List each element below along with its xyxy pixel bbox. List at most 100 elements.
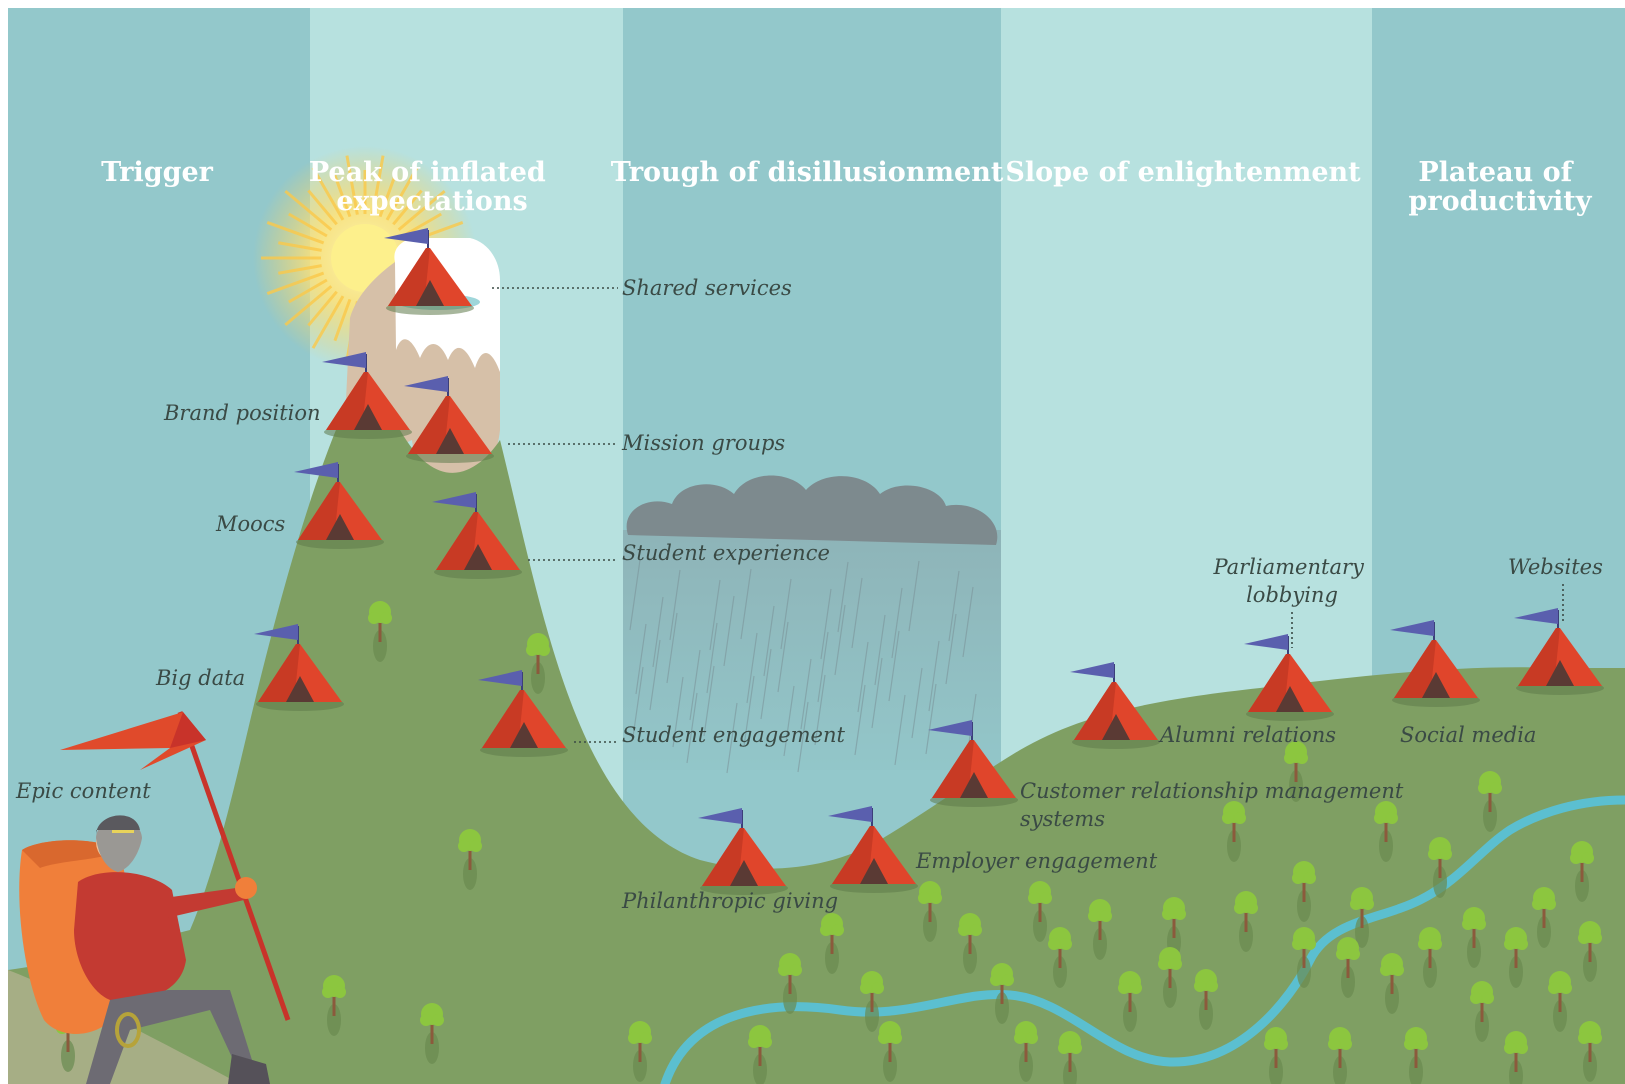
rain-streak <box>703 665 715 737</box>
rain-streak <box>689 649 701 721</box>
label-mission-groups: Mission groups <box>621 431 785 455</box>
label-employer-engagement: Employer engagement <box>915 849 1158 873</box>
leader-lines <box>492 287 1564 743</box>
labels: Shared services Brand position Mission g… <box>15 276 1603 913</box>
rain-streak <box>874 614 886 686</box>
phase-title-trough: Trough of disillusionment <box>611 157 1004 188</box>
sun-ray <box>278 241 322 252</box>
rain-streak <box>814 674 826 746</box>
rain-streak <box>962 586 974 658</box>
phase-title-line: Trigger <box>101 157 214 188</box>
label-brand-position: Brand position <box>163 401 321 425</box>
rain-streak <box>871 657 883 729</box>
rain-streak <box>783 685 795 757</box>
rain-streak <box>800 658 812 730</box>
sun-ray <box>284 190 333 231</box>
rain-streak <box>820 588 832 660</box>
label-student-experience: Student experience <box>622 541 830 565</box>
rain-streak <box>925 683 937 755</box>
rain-streak <box>817 631 829 703</box>
label-student-engagement: Student engagement <box>622 723 846 747</box>
rain-streak <box>726 702 738 774</box>
phase-title-line: expectations <box>336 186 527 217</box>
rain-streak <box>777 621 789 693</box>
hiker-icon <box>19 711 291 1084</box>
sun-ray <box>288 278 328 304</box>
sun-ray <box>392 189 423 226</box>
sun-ray <box>345 155 359 215</box>
rain-streak <box>672 676 684 748</box>
rain-streak <box>666 612 678 684</box>
phase-title-line: productivity <box>1409 186 1593 217</box>
phase-title-trigger: Trigger <box>101 157 214 188</box>
rain-streak <box>629 559 641 631</box>
label-moocs: Moocs <box>215 512 286 536</box>
label-philanthropic-giving: Philanthropic giving <box>621 889 838 913</box>
sun-ray <box>333 298 352 342</box>
label-websites: Websites <box>1508 555 1603 579</box>
sun-ray <box>397 190 446 231</box>
label-crm: Customer relationship management systems <box>1020 779 1410 831</box>
rain-streak <box>632 666 644 738</box>
label-social-media: Social media <box>1400 723 1536 747</box>
rain-streak <box>851 577 863 649</box>
phase-title-peak: Peak of inflated expectations <box>309 157 555 217</box>
phase-title-line: Plateau of <box>1418 157 1574 188</box>
sun-ray <box>385 167 419 221</box>
rain-streak <box>743 675 755 747</box>
rain-streak <box>854 684 866 756</box>
rain-streak <box>888 630 900 702</box>
rain-streak <box>669 569 681 641</box>
sun-ray <box>284 285 333 326</box>
rain-streak <box>740 568 752 640</box>
sun-ray <box>371 155 385 215</box>
rain-streak <box>837 561 849 633</box>
label-parliamentary-line: lobbying <box>1246 583 1338 607</box>
phase-title-line: Peak of inflated <box>309 157 546 188</box>
label-alumni-relations: Alumni relations <box>1158 723 1336 747</box>
rain-streak <box>652 596 664 668</box>
phase-title-plateau: Plateau of productivity <box>1409 157 1593 217</box>
sun-ray <box>378 174 397 218</box>
rain-streak <box>945 613 957 685</box>
rain-streak <box>706 622 718 694</box>
rain-streak <box>635 623 647 695</box>
label-shared-services: Shared services <box>622 276 792 300</box>
rain-streak <box>857 641 869 713</box>
sun-ray <box>307 290 338 327</box>
sun-ray <box>333 174 352 218</box>
rain-streak <box>763 605 775 677</box>
sun-ray <box>307 189 338 226</box>
rain-streak <box>891 587 903 659</box>
rain-streak <box>780 578 792 650</box>
river-icon <box>660 795 1625 1084</box>
rain-streak <box>723 595 735 667</box>
sun-ray <box>311 295 345 349</box>
rain-streak <box>709 579 721 651</box>
rain-streak <box>797 701 809 773</box>
label-parliamentary-lobbying: Parliamentary lobbying <box>1212 555 1370 607</box>
rain-streak <box>948 570 960 642</box>
sun-ray <box>266 271 325 295</box>
label-epic-content: Epic content <box>15 779 151 803</box>
green-hill <box>8 406 1625 1084</box>
label-crm-line: Customer relationship management <box>1020 779 1404 803</box>
label-parliamentary-line: Parliamentary <box>1212 555 1365 579</box>
rain-streak <box>686 692 698 764</box>
sun-ray <box>266 221 325 245</box>
rain-streak <box>894 694 906 766</box>
rain-streak <box>928 640 940 712</box>
phase-title-slope: Slope of enlightenment <box>1005 157 1361 188</box>
phase-titles: Trigger Peak of inflated expectations Tr… <box>101 157 1593 217</box>
label-big-data: Big data <box>155 666 245 690</box>
rain-streak <box>834 604 846 676</box>
rain-streak <box>760 648 772 720</box>
sun-ray <box>311 167 345 221</box>
sun-ray <box>288 212 328 238</box>
label-crm-line: systems <box>1020 807 1105 831</box>
rain-streak <box>908 560 920 632</box>
sun-ray <box>278 264 322 275</box>
rain-streak <box>746 632 758 704</box>
rain-streak <box>911 667 923 739</box>
